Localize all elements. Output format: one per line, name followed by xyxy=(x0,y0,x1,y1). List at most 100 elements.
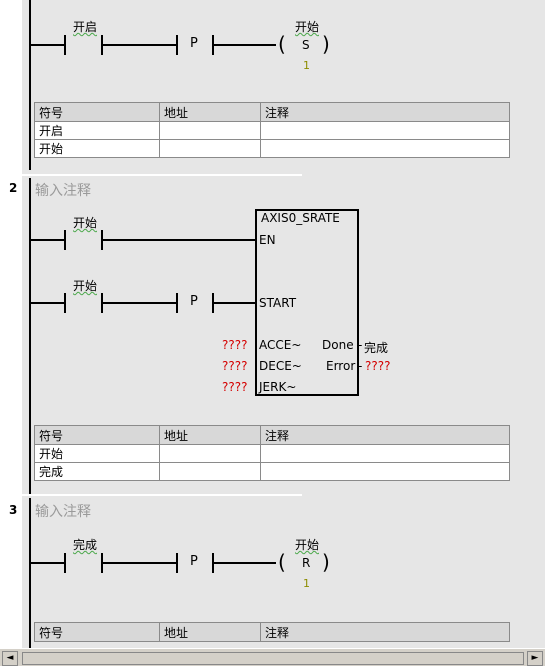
col-comment: 注释 xyxy=(260,622,510,642)
contact-left-bar[interactable] xyxy=(64,230,66,250)
scroll-left-arrow-icon[interactable]: ◄ xyxy=(2,651,18,666)
output-done[interactable]: 完成 xyxy=(364,341,389,355)
coil-count: 1 xyxy=(303,577,310,590)
output-error[interactable]: ???? xyxy=(365,359,391,373)
pin-jerk: JERK~ xyxy=(259,380,297,394)
table-row[interactable]: 完成 xyxy=(34,462,510,481)
contact-right-bar[interactable] xyxy=(101,230,103,250)
network-separator xyxy=(22,494,302,496)
coil-left-paren[interactable]: ( xyxy=(278,550,286,574)
cell-symbol[interactable]: 开启 xyxy=(34,121,160,140)
function-block[interactable] xyxy=(255,209,359,396)
cell-comment[interactable] xyxy=(260,444,510,463)
network-comment[interactable]: 输入注释 xyxy=(35,504,91,520)
pin-acce: ACCE~ xyxy=(259,338,302,352)
output-done-dash: - xyxy=(358,338,363,352)
wire xyxy=(103,302,176,304)
wire xyxy=(214,562,276,564)
wire xyxy=(31,562,64,564)
scroll-right-arrow-icon[interactable]: ► xyxy=(527,651,543,666)
wire xyxy=(103,562,176,564)
table-row[interactable]: 开始 xyxy=(34,139,510,158)
col-comment: 注释 xyxy=(260,102,510,122)
contact-left-bar[interactable] xyxy=(64,35,66,55)
pin-dece: DECE~ xyxy=(259,359,302,373)
cell-address[interactable] xyxy=(159,462,261,481)
power-rail xyxy=(29,498,31,648)
network-comment[interactable]: 输入注释 xyxy=(35,183,91,199)
coil-label: 开始 xyxy=(295,20,320,34)
col-address: 地址 xyxy=(159,622,261,642)
symbol-table: 符号 地址 注释 xyxy=(34,622,510,642)
power-rail xyxy=(29,178,31,496)
contact-left-bar[interactable] xyxy=(64,293,66,313)
coil-label: 开始 xyxy=(295,538,320,552)
wire xyxy=(103,239,257,241)
coil-right-paren[interactable]: ) xyxy=(322,550,330,574)
block-title: AXIS0_SRATE xyxy=(261,211,340,225)
input-dece[interactable]: ???? xyxy=(222,359,248,373)
cell-comment[interactable] xyxy=(260,139,510,158)
wire xyxy=(31,239,64,241)
network-number: 2 xyxy=(9,181,18,195)
contact-label: 完成 xyxy=(73,538,98,552)
cell-comment[interactable] xyxy=(260,121,510,140)
table-row[interactable]: 开启 xyxy=(34,121,510,140)
cell-address[interactable] xyxy=(159,444,261,463)
input-acce[interactable]: ???? xyxy=(222,338,248,352)
pin-done: Done xyxy=(322,338,354,352)
contact-right-bar[interactable] xyxy=(101,553,103,573)
wire xyxy=(103,44,176,46)
contact-left-bar[interactable] xyxy=(64,553,66,573)
col-symbol: 符号 xyxy=(34,425,160,445)
network-number: 3 xyxy=(9,503,18,517)
network-separator xyxy=(22,174,302,176)
wire xyxy=(214,44,276,46)
coil-left-paren[interactable]: ( xyxy=(278,32,286,56)
symbol-table: 符号 地址 注释 开启 开始 xyxy=(34,102,510,158)
output-error-dash: - xyxy=(358,359,363,373)
col-symbol: 符号 xyxy=(34,622,160,642)
contact-label: 开始 xyxy=(73,216,98,230)
p-right-bar[interactable] xyxy=(212,553,214,573)
contact-label: 开启 xyxy=(73,20,98,34)
p-left-bar[interactable] xyxy=(176,553,178,573)
p-left-bar[interactable] xyxy=(176,35,178,55)
pin-start: START xyxy=(259,296,297,310)
table-row[interactable]: 开始 xyxy=(34,444,510,463)
col-comment: 注释 xyxy=(260,425,510,445)
input-jerk[interactable]: ???? xyxy=(222,380,248,394)
coil-right-paren[interactable]: ) xyxy=(322,32,330,56)
cell-symbol[interactable]: 完成 xyxy=(34,462,160,481)
p-transition[interactable]: P xyxy=(190,36,198,51)
contact-right-bar[interactable] xyxy=(101,293,103,313)
power-rail xyxy=(29,0,31,170)
wire xyxy=(214,302,257,304)
wire xyxy=(31,44,64,46)
symbol-table: 符号 地址 注释 开始 完成 xyxy=(34,425,510,481)
cell-symbol[interactable]: 开始 xyxy=(34,139,160,158)
horizontal-scrollbar[interactable]: ◄ ► xyxy=(0,648,545,666)
coil-op[interactable]: R xyxy=(302,556,311,570)
col-symbol: 符号 xyxy=(34,102,160,122)
cell-symbol[interactable]: 开始 xyxy=(34,444,160,463)
p-right-bar[interactable] xyxy=(212,293,214,313)
cell-address[interactable] xyxy=(159,121,261,140)
cell-address[interactable] xyxy=(159,139,261,158)
p-transition[interactable]: P xyxy=(190,554,198,569)
left-gutter xyxy=(0,0,22,648)
col-address: 地址 xyxy=(159,102,261,122)
col-address: 地址 xyxy=(159,425,261,445)
coil-count: 1 xyxy=(303,59,310,72)
pin-en: EN xyxy=(259,233,276,247)
coil-op[interactable]: S xyxy=(302,38,310,52)
p-transition[interactable]: P xyxy=(190,294,198,309)
wire xyxy=(31,302,64,304)
contact-label: 开始 xyxy=(73,279,98,293)
scroll-thumb[interactable] xyxy=(22,652,524,665)
pin-error: Error xyxy=(326,359,356,373)
contact-right-bar[interactable] xyxy=(101,35,103,55)
cell-comment[interactable] xyxy=(260,462,510,481)
p-right-bar[interactable] xyxy=(212,35,214,55)
p-left-bar[interactable] xyxy=(176,293,178,313)
